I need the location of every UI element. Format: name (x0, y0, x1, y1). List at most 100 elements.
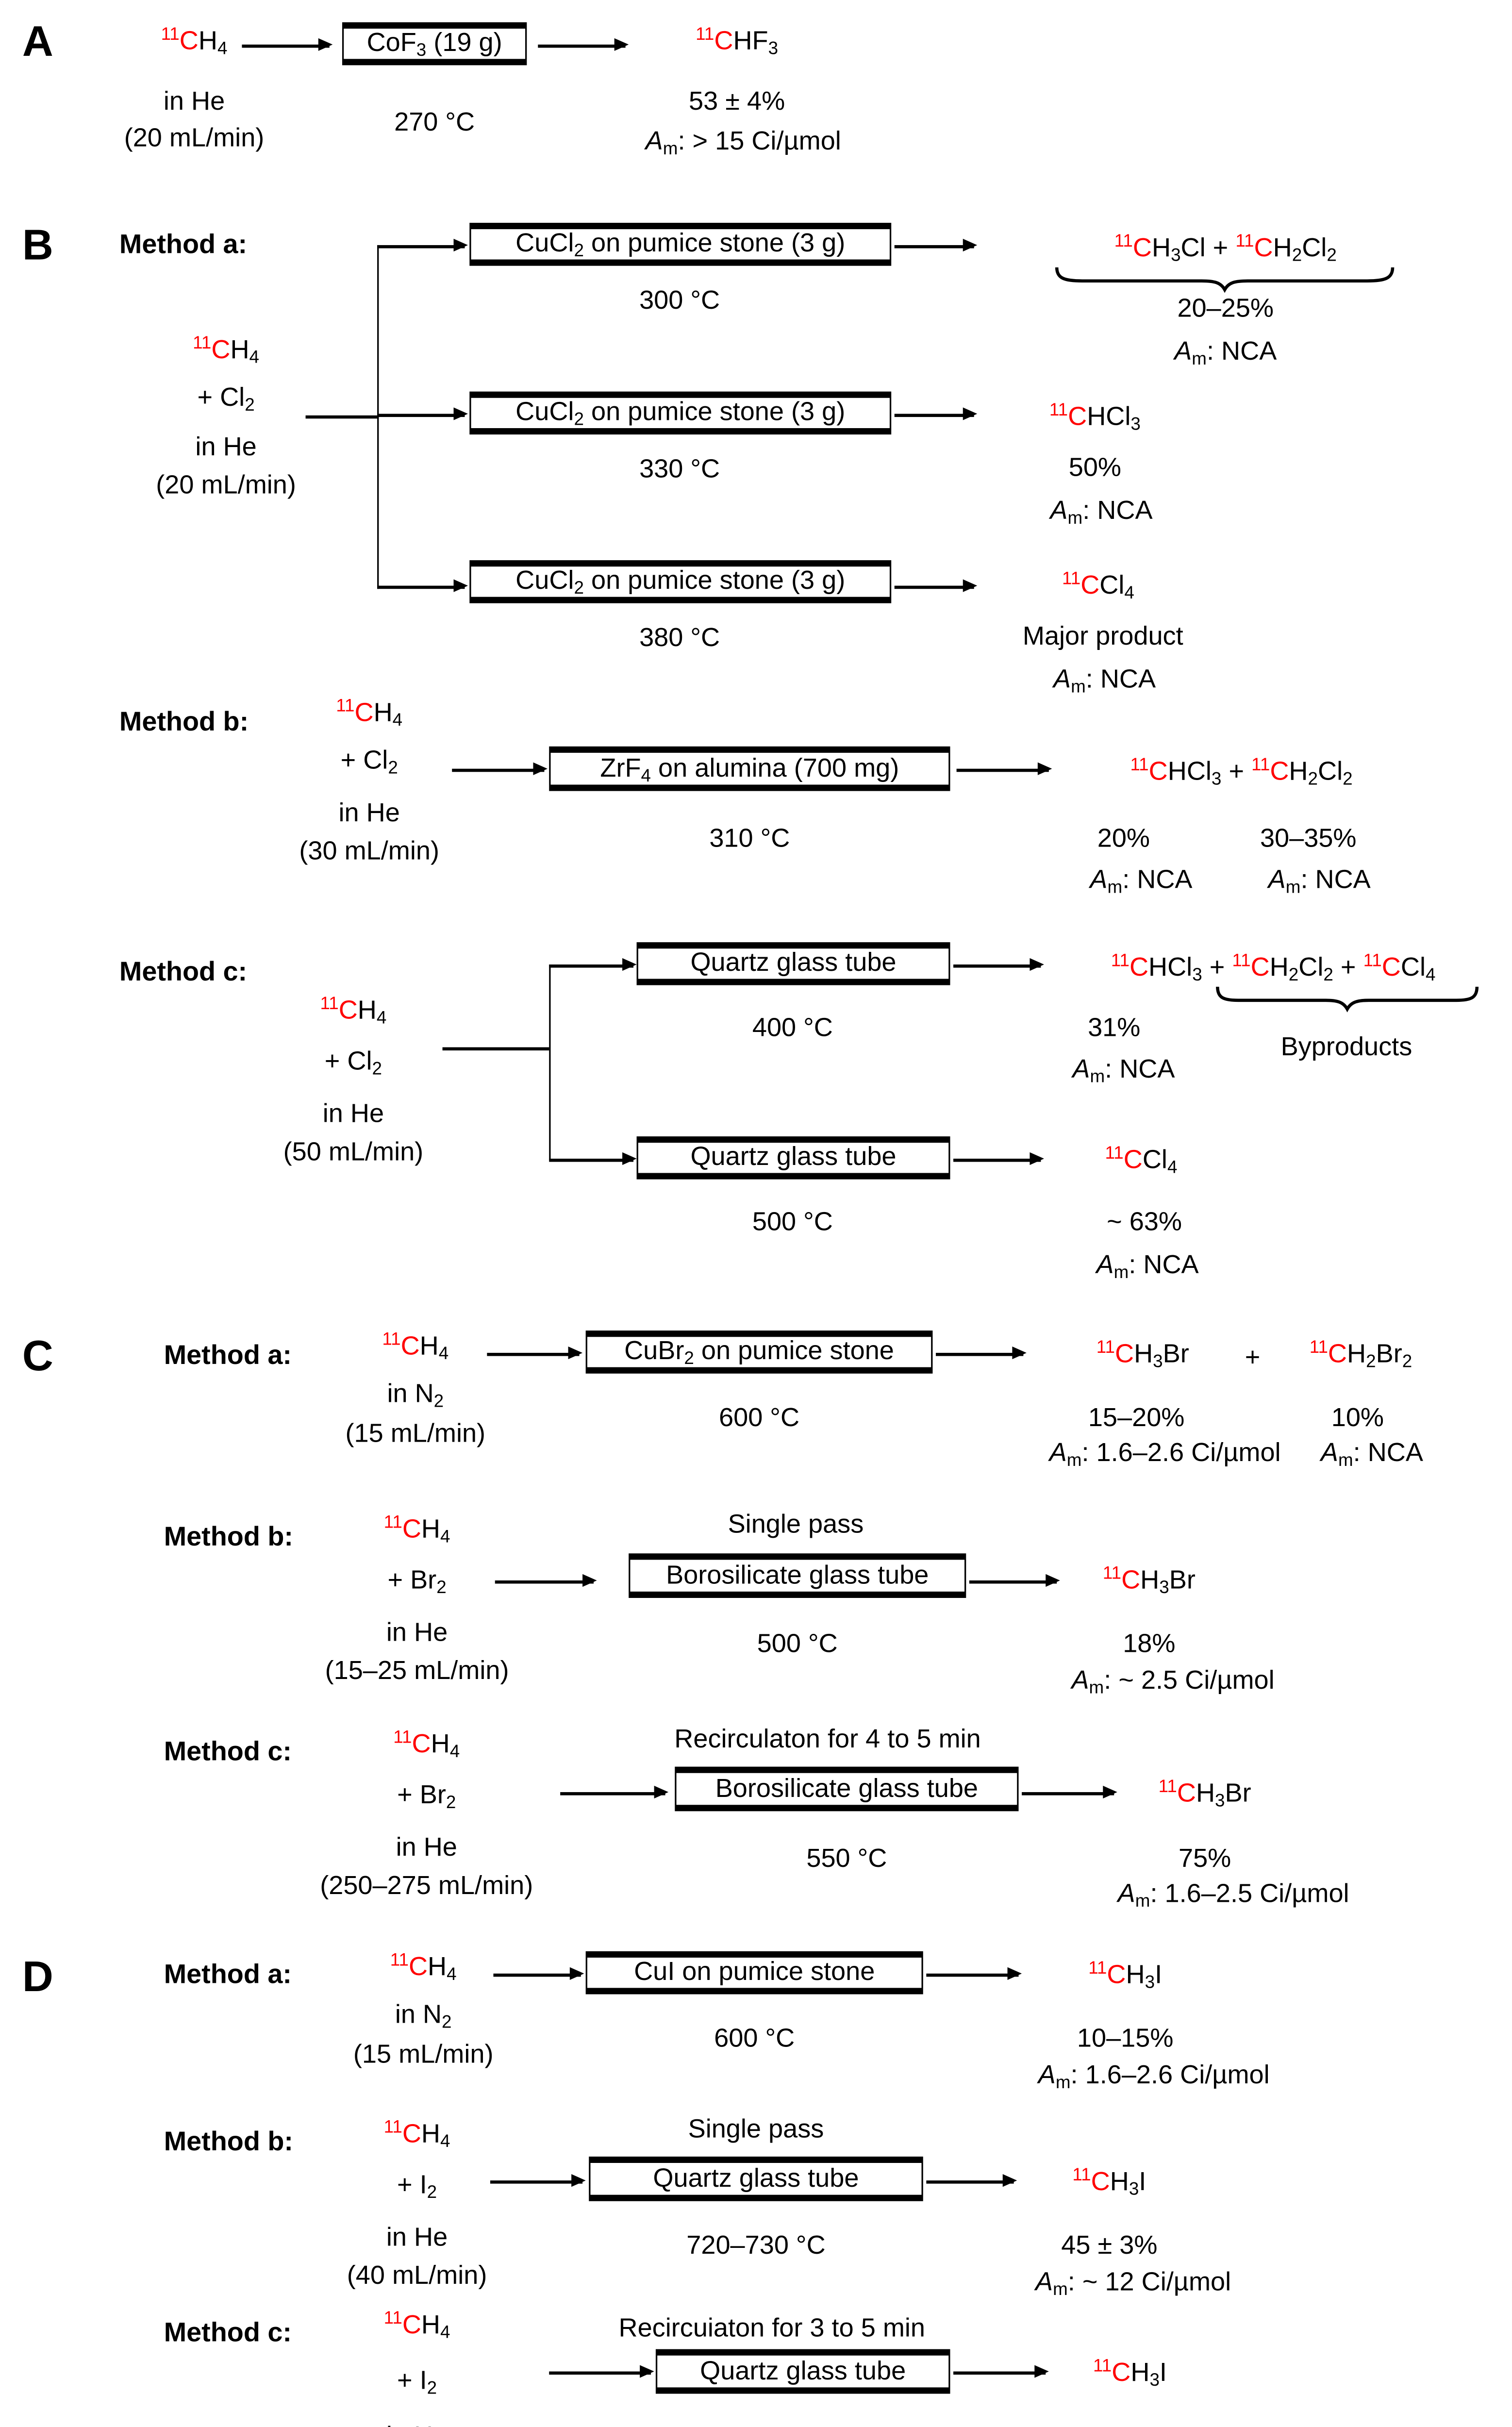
flow-arrow (926, 2174, 1017, 2187)
product-yield: Major product (1022, 622, 1183, 651)
plus-sign: + (1245, 1343, 1261, 1372)
carrier-gas: in N2 (387, 1380, 444, 1412)
method-label: Method b: (164, 2126, 293, 2157)
flow-arrow (549, 1152, 637, 1165)
flow-arrow (487, 1346, 583, 1360)
reaction-box: CoF3 (19 g) (342, 22, 527, 66)
carrier-gas: in N2 (395, 2000, 452, 2033)
reagent-label: CuCl2 on pumice stone (3 g) (515, 566, 846, 599)
reaction-temp: 720–730 °C (686, 2231, 826, 2261)
flow-arrow (894, 408, 978, 421)
reaction-temp: 500 °C (757, 1629, 838, 1659)
flow-arrow (926, 1967, 1022, 1980)
product-yield: 10–15% (1077, 2024, 1174, 2053)
branch-line (549, 964, 551, 1161)
reaction-box: Borosilicate glass tube (629, 1553, 966, 1598)
flow-rate: (30 mL/min) (299, 837, 440, 866)
product-yield: 20–25% (1177, 294, 1274, 323)
method-label: Method a: (164, 1959, 292, 1990)
flow-arrow (1022, 1786, 1117, 1799)
product-formula: 11CHCl3 + 11CH2Cl2 (1130, 756, 1353, 790)
reactant-formula: 11CH4 (383, 1514, 450, 1547)
product-yield: 20% (1097, 824, 1150, 853)
flow-rate: (20 mL/min) (124, 124, 265, 153)
flow-rate: (15–25 mL/min) (325, 1657, 509, 1686)
reaction-temp: 400 °C (752, 1014, 833, 1043)
reagent-label: CuBr2 on pumice stone (624, 1337, 894, 1369)
product-yield: 15–20% (1088, 1403, 1185, 1433)
product-formula: 11CH3Br (1102, 1565, 1196, 1598)
method-label: Method b: (164, 1521, 293, 1552)
reaction-box: Quartz glass tube (655, 2349, 950, 2394)
flow-arrow (953, 2365, 1049, 2378)
flow-arrow (560, 1786, 669, 1799)
product-formula: 11CH3Cl + 11CH2Cl2 (1114, 233, 1337, 266)
carrier-gas: in He (163, 87, 225, 116)
reaction-box: CuCl2 on pumice stone (3 g) (469, 560, 892, 603)
reaction-box: Quartz glass tube (589, 2156, 923, 2201)
product-yield: 53 ± 4% (689, 87, 785, 116)
specific-activity: Am: 1.6–2.6 Ci/µmol (1049, 1439, 1281, 1471)
reaction-temp: 550 °C (806, 1845, 887, 1874)
product-formula: 11CH2Br2 (1309, 1339, 1412, 1372)
method-label: Method b: (119, 706, 249, 737)
reagent-label: CuCl2 on pumice stone (3 g) (515, 229, 846, 262)
flow-arrow (549, 958, 637, 971)
coreactant-formula: + Br2 (387, 1566, 447, 1598)
specific-activity: Am: NCA (1053, 665, 1156, 698)
specific-activity: Am: 1.6–2.6 Ci/µmol (1038, 2061, 1270, 2094)
single-pass-note: Single pass (688, 2115, 824, 2144)
reaction-box: Quartz glass tube (636, 942, 950, 985)
specific-activity: Am: NCA (1320, 1439, 1423, 1471)
flow-arrow (493, 1967, 584, 1980)
reaction-temp: 600 °C (719, 1403, 800, 1433)
reagent-label: Quartz glass tube (690, 948, 897, 978)
product-formula: 11CH3Br (1158, 1778, 1251, 1812)
specific-activity: Am: NCA (1090, 865, 1193, 898)
method-label: Method a: (119, 229, 248, 260)
flow-rate: (15 mL/min) (345, 1419, 486, 1448)
single-pass-note: Single pass (728, 1510, 864, 1539)
reactant-formula: 11CH4 (383, 2119, 450, 2152)
flow-arrow (495, 1574, 597, 1587)
flow-arrow (894, 580, 978, 593)
reaction-temp: 600 °C (714, 2024, 795, 2053)
recirculation-note: Recirculaton for 4 to 5 min (674, 1725, 981, 1754)
reaction-temp: 500 °C (752, 1208, 833, 1237)
specific-activity: Am: NCA (1050, 497, 1153, 529)
carrier-gas: in He (386, 1618, 448, 1647)
coreactant-formula: + Br2 (397, 1781, 456, 1813)
section-a-label: A (22, 17, 53, 66)
coreactant-formula: + Cl2 (197, 383, 255, 416)
coreactant-formula: + I2 (397, 2171, 437, 2203)
flow-arrow (953, 958, 1044, 971)
reaction-temp: 310 °C (709, 824, 790, 853)
product-formula: 11CHCl3 + 11CH2Cl2 + 11CCl4 (1111, 952, 1436, 986)
flow-rate: (20 mL/min) (156, 471, 296, 500)
reaction-box: Borosilicate glass tube (675, 1766, 1019, 1812)
underbrace (1054, 266, 1396, 291)
section-d-label: D (22, 1953, 53, 2001)
flow-arrow (953, 1152, 1044, 1165)
specific-activity: Am: NCA (1174, 337, 1277, 370)
carrier-gas: in He (396, 1833, 457, 1862)
reaction-box: Quartz glass tube (636, 1136, 950, 1180)
coreactant-formula: + Cl2 (324, 1047, 382, 1080)
specific-activity: Am: ~ 2.5 Ci/µmol (1071, 1666, 1275, 1699)
product-formula: 11CHCl3 (1049, 401, 1141, 435)
reagent-label: Borosilicate glass tube (715, 1774, 979, 1803)
product-formula: 11CCl4 (1105, 1145, 1178, 1178)
product-formula: 11CHF3 (696, 26, 779, 59)
specific-activity: Am: 1.6–2.5 Ci/µmol (1117, 1879, 1349, 1912)
reagent-label: CuCl2 on pumice stone (3 g) (515, 398, 846, 430)
reactant-formula: 11CH4 (161, 26, 228, 59)
coreactant-formula: + I2 (397, 2366, 437, 2399)
branch-feed-line (442, 1047, 549, 1051)
flow-arrow (956, 763, 1052, 776)
reagent-label: CoF3 (19 g) (366, 29, 502, 61)
flow-arrow (935, 1346, 1027, 1360)
flow-rate: (40 mL/min) (347, 2261, 487, 2291)
flow-arrow (490, 2174, 586, 2187)
specific-activity: Am: NCA (1096, 1251, 1199, 1283)
method-label: Method c: (119, 956, 248, 987)
